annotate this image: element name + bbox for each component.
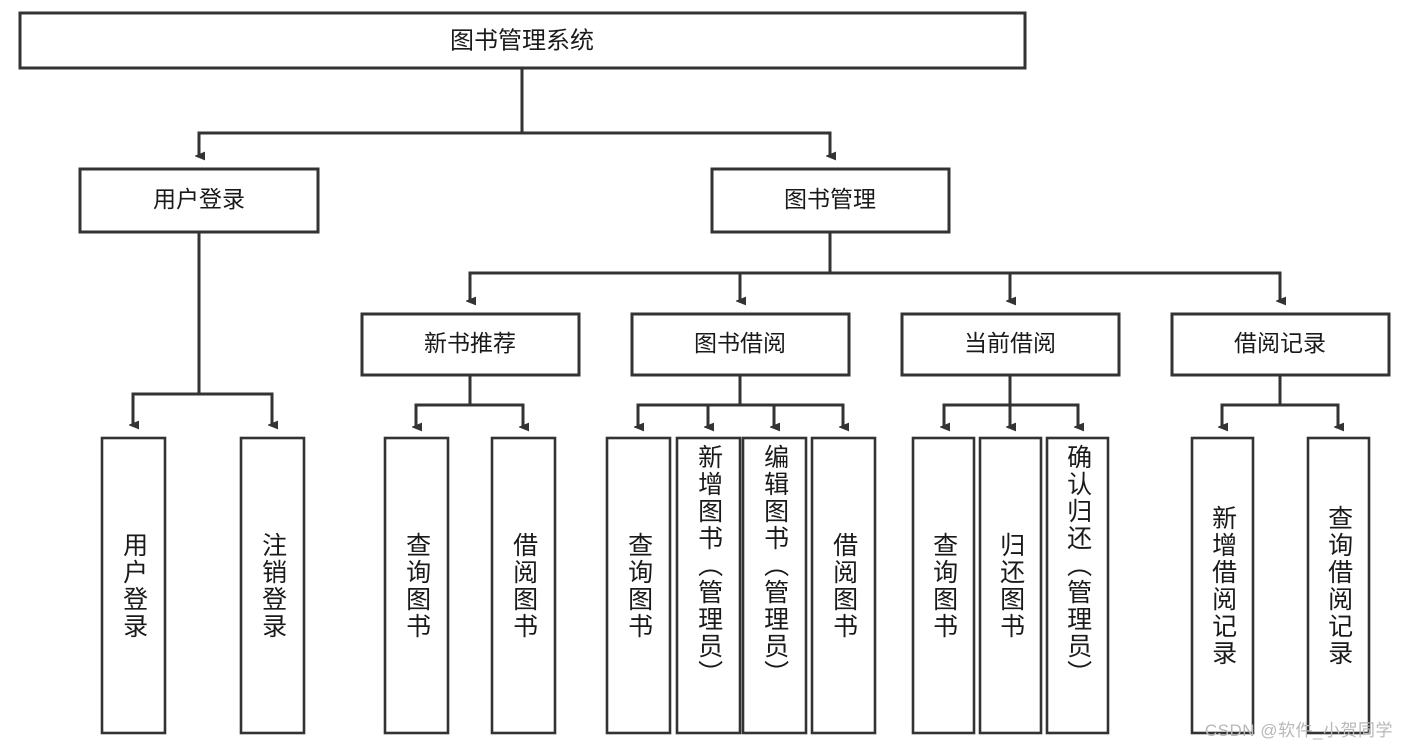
leaf-box-borrow-record-1[interactable] [1306,436,1371,735]
node-root-label: 图书管理系统 [450,27,594,54]
leaf-box-current-borrow-0[interactable] [911,436,976,735]
leaf-box-book-borrow-0[interactable] [605,436,672,735]
connector-userlogin-to-leaves [133,230,272,425]
leaf-boxes-borrow-record [1190,436,1371,735]
leaf-boxes-user-login [100,436,306,735]
node-borrow-record-label: 借阅记录 [1234,330,1326,356]
node-user-login[interactable]: 用户登录 [78,167,320,234]
node-user-login-label: 用户登录 [153,186,245,212]
leaf-box-book-borrow-1[interactable] [675,436,742,735]
node-book-borrow-label: 图书借阅 [694,330,786,356]
watermark-text: CSDN @软件_小贺同学 [1204,721,1393,740]
connector-borrowrecord-to-leaves [1222,373,1338,427]
leaf-box-book-borrow-3[interactable] [810,436,877,735]
node-new-book-recommend-label: 新书推荐 [424,330,516,356]
connector-bookborrow-to-leaves [638,373,843,427]
leaf-box-user-login-0[interactable] [100,436,167,735]
leaf-boxes-new-book-recommend [383,436,557,735]
connector-newbook-to-leaves [416,373,523,427]
connector-root-to-level2 [199,66,830,156]
node-book-borrow[interactable]: 图书借阅 [630,312,851,377]
leaf-box-user-login-1[interactable] [239,436,306,735]
node-current-borrow[interactable]: 当前借阅 [900,312,1121,377]
node-new-book-recommend[interactable]: 新书推荐 [360,312,581,377]
node-current-borrow-label: 当前借阅 [964,330,1056,356]
leaf-box-current-borrow-1[interactable] [978,436,1043,735]
leaf-boxes-current-borrow [911,436,1110,735]
connector-currentborrow-to-leaves [944,373,1078,427]
leaf-box-new-book-0[interactable] [383,436,450,735]
node-root-system[interactable]: 图书管理系统 [18,11,1027,70]
leaf-box-new-book-1[interactable] [490,436,557,735]
node-borrow-record[interactable]: 借阅记录 [1170,312,1391,377]
node-book-manage-label: 图书管理 [784,186,876,212]
leaf-boxes-book-borrow [605,436,877,735]
node-book-manage[interactable]: 图书管理 [710,167,951,234]
leaf-box-current-borrow-2[interactable] [1045,436,1110,735]
leaf-box-borrow-record-0[interactable] [1190,436,1255,735]
connector-bookmanage-to-level3 [470,230,1280,301]
leaf-box-book-borrow-2[interactable] [741,436,808,735]
